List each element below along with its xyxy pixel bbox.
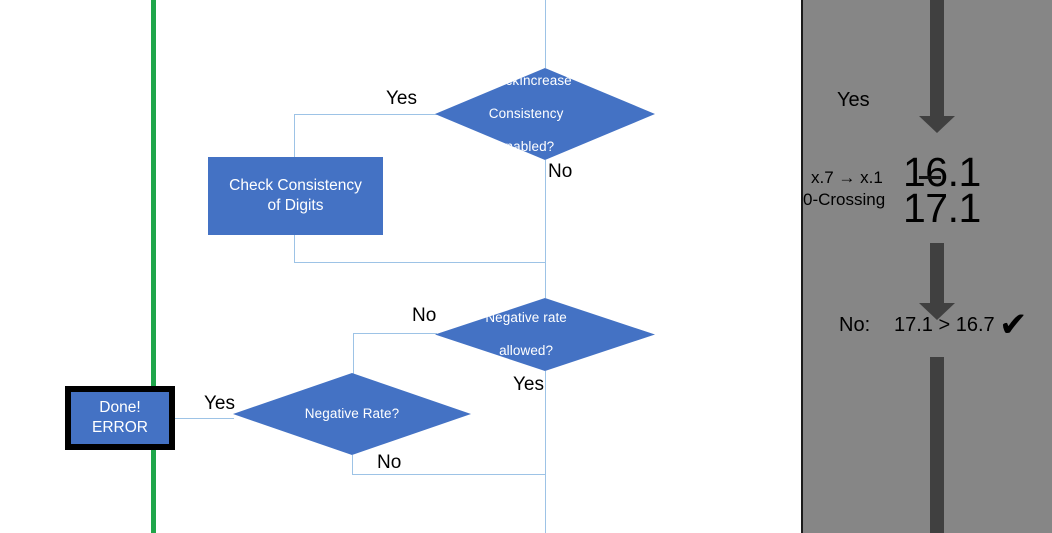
annotation-panel: Yes x.7 → x.1 0-Crossing 16.1 17.1 No: 1… xyxy=(801,0,1052,533)
edge-label-checkincrease-yes: Yes xyxy=(386,88,417,109)
edge-label-checkincrease-no: No xyxy=(548,161,573,182)
process-check-consistency-line1: Check Consistency xyxy=(229,177,362,195)
terminal-done-error[interactable]: Done! ERROR xyxy=(65,386,175,450)
decision-negative-rate-allowed-line2: allowed? xyxy=(499,342,554,358)
decision-check-increase-line2: Consistency xyxy=(488,105,564,121)
panel-value-struck: 16.1 xyxy=(903,149,981,195)
edge-label-negrateallowed-no: No xyxy=(412,305,437,326)
panel-arrow-2-shaft xyxy=(930,243,944,305)
decision-check-increase-line3: enabled? xyxy=(497,138,555,154)
decision-negative-rate-allowed-label: Negative rate allowed? xyxy=(459,310,631,359)
panel-label-yes: Yes xyxy=(837,89,870,111)
process-check-consistency-of-digits[interactable]: Check Consistency of Digits xyxy=(208,157,383,235)
check-mark-icon: ✔ xyxy=(999,305,1028,345)
panel-rule-digit-mapping: x.7 → x.1 xyxy=(811,168,883,188)
connector-consistency-out-down xyxy=(294,235,295,262)
panel-arrow-3-shaft xyxy=(930,357,944,533)
arrow-right-icon: → xyxy=(838,168,856,187)
panel-rule-zero-crossing: 0-Crossing xyxy=(803,190,886,209)
panel-rule-to: x.1 xyxy=(860,168,883,187)
connector-negrate-no-down xyxy=(352,455,353,474)
decision-negative-rate-label: Negative Rate? xyxy=(304,405,400,421)
decision-negative-rate-allowed[interactable]: Negative rate allowed? xyxy=(435,298,655,371)
connector-checkincrease-no-down xyxy=(545,160,546,298)
decision-check-increase-line1: CheckIncrease xyxy=(480,72,572,88)
panel-rule-from: x.7 xyxy=(811,168,834,187)
decision-negative-rate[interactable]: Negative Rate? xyxy=(233,373,471,455)
edge-label-negrateallowed-yes: Yes xyxy=(513,374,544,395)
panel-arrow-1-shaft xyxy=(930,0,944,118)
panel-comparison: 17.1 > 16.7 xyxy=(894,314,995,336)
connector-negrateallowed-no-horizontal xyxy=(353,333,437,334)
connector-checkincrease-yes-down xyxy=(294,114,295,157)
terminal-done-error-line2: ERROR xyxy=(92,419,148,436)
decision-negative-rate-allowed-line1: Negative rate xyxy=(485,309,567,325)
edge-label-negrate-no: No xyxy=(377,452,402,473)
terminal-done-error-label: Done! ERROR xyxy=(92,398,148,438)
panel-decision-no-label: No: xyxy=(839,314,871,336)
connector-consistency-rejoin-horizontal xyxy=(294,262,545,263)
connector-negrateallowed-yes-down xyxy=(545,371,546,474)
process-check-consistency-line2: of Digits xyxy=(267,197,324,214)
terminal-done-error-line1: Done! xyxy=(99,399,141,417)
edge-label-negrate-yes: Yes xyxy=(204,393,235,414)
panel-arrow-2-head xyxy=(919,303,955,320)
strikethrough-mark-icon xyxy=(919,176,941,179)
connector-done-yes-horizontal xyxy=(174,418,234,419)
connector-negrate-no-horizontal xyxy=(352,474,545,475)
connector-spine-bottom xyxy=(545,474,546,533)
connector-checkincrease-yes-horizontal xyxy=(294,114,437,115)
process-check-consistency-label: Check Consistency of Digits xyxy=(229,176,362,216)
green-guide-line xyxy=(151,0,156,533)
panel-arrow-1-head xyxy=(919,116,955,133)
connector-spine-top xyxy=(545,0,546,68)
panel-value-result: 17.1 xyxy=(903,185,981,231)
